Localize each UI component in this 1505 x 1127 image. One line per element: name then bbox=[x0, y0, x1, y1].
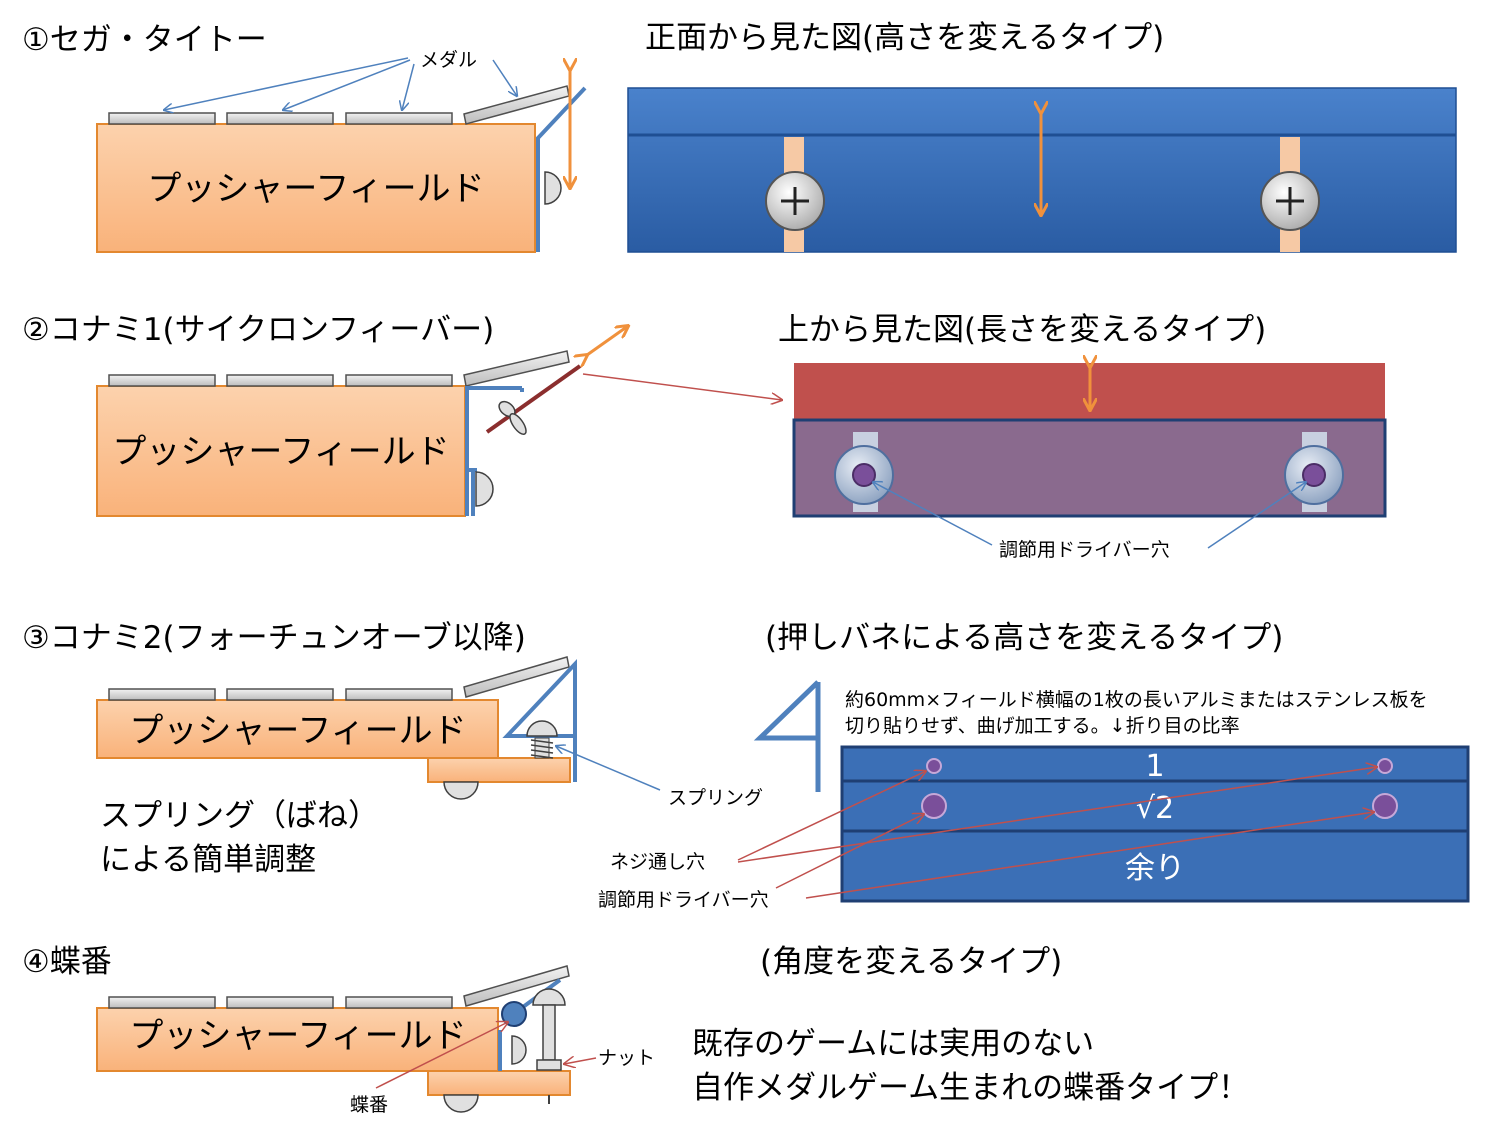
pusher-field-label-4: プッシャーフィールド bbox=[129, 1016, 466, 1056]
hinge-desc-line1: 既存のゲームには実用のない bbox=[692, 1026, 1094, 1062]
hinge-label: 蝶番 bbox=[350, 1094, 388, 1116]
medals-4 bbox=[108, 965, 570, 1009]
section-3-title: ③コナミ2(フォーチュンオーブ以降) bbox=[22, 620, 526, 656]
spring-type-title: (押しバネによる高さを変えるタイプ) bbox=[765, 620, 1283, 656]
plate-note-line2: 切り貼りせず、曲げ加工する。↓折り目の比率 bbox=[845, 715, 1240, 737]
spring-screw-3 bbox=[526, 720, 558, 759]
top-view-plate bbox=[792, 363, 1387, 518]
spring-label: スプリング bbox=[668, 787, 763, 809]
front-view-title: 正面から見た図(高さを変えるタイプ) bbox=[645, 20, 1164, 56]
screw-head-1 bbox=[544, 171, 562, 205]
medal-leaders bbox=[164, 57, 517, 110]
section-3: ③コナミ2(フォーチュンオーブ以降) プッシャーフィールド スプリング スプリン… bbox=[22, 620, 1470, 911]
view-pointer-2 bbox=[582, 373, 782, 400]
top-view-title: 上から見た図(長さを変えるタイプ) bbox=[778, 312, 1266, 348]
screw-2a bbox=[498, 400, 527, 435]
section-1-title: ①セガ・タイトー bbox=[22, 22, 267, 58]
band-2-label: √2 bbox=[1136, 791, 1174, 826]
screw-hole-left bbox=[926, 758, 942, 774]
blue-plate-ratio bbox=[840, 745, 1470, 903]
nut bbox=[536, 1059, 562, 1071]
pusher-field-3 bbox=[96, 699, 499, 759]
medal-1a bbox=[108, 112, 216, 125]
medals-3 bbox=[108, 656, 570, 701]
section-4-title: ④蝶番 bbox=[22, 944, 112, 980]
screw-hole-right bbox=[1377, 758, 1393, 774]
foot-3 bbox=[443, 781, 479, 800]
band-1-label: 1 bbox=[1145, 749, 1164, 784]
pusher-field-2 bbox=[96, 385, 466, 517]
screw-right bbox=[1260, 171, 1320, 231]
medals-1 bbox=[108, 85, 570, 125]
bolt-shaft bbox=[542, 1004, 556, 1061]
fold-ratio-plate: 1 √2 余り bbox=[840, 745, 1470, 903]
bracket-1 bbox=[536, 86, 587, 252]
section-4: ④蝶番 プッシャーフィールド ナット 蝶番 (角度を変えるタイプ) 既存のゲーム… bbox=[22, 944, 1249, 1116]
front-view-plate bbox=[627, 87, 1457, 253]
medals-2 bbox=[108, 350, 570, 387]
tilted-medal-plate-1 bbox=[463, 85, 570, 125]
tilted-medal-plate-2 bbox=[463, 350, 570, 387]
tilted-medal-plate-4 bbox=[463, 965, 570, 1007]
driver-hole-left bbox=[921, 793, 947, 819]
screw-head-2 bbox=[475, 471, 494, 507]
bolt-nut-4 bbox=[532, 988, 566, 1104]
angle-type-title: (角度を変えるタイプ) bbox=[760, 944, 1062, 980]
medal-1b bbox=[226, 112, 334, 125]
pusher-field-label-1: プッシャーフィールド bbox=[147, 169, 484, 209]
pusher-field-1 bbox=[96, 123, 536, 253]
hinge-pivot bbox=[501, 1001, 527, 1027]
adjust-arrow-2 bbox=[587, 326, 628, 355]
fold-profile-icon bbox=[753, 680, 821, 792]
medal-label: メダル bbox=[420, 49, 477, 71]
screw-hole-label: ネジ通し穴 bbox=[610, 851, 705, 873]
nut-label: ナット bbox=[598, 1047, 655, 1069]
bolt-head bbox=[532, 988, 566, 1006]
band-3-label: 余り bbox=[1125, 851, 1185, 886]
screw-left bbox=[765, 171, 825, 231]
tilted-medal-plate-3 bbox=[463, 656, 570, 698]
driver-hole-label-2: 調節用ドライバー穴 bbox=[999, 539, 1170, 561]
medal-1c bbox=[345, 112, 453, 125]
slide-plate-2 bbox=[485, 364, 582, 434]
plate-note-line1: 約60mm×フィールド横幅の1枚の長いアルミまたはステンレス板を bbox=[845, 689, 1428, 711]
hinge-desc-line2: 自作メダルゲーム生まれの蝶番タイプ！ bbox=[692, 1070, 1249, 1106]
driver-hole-label-3: 調節用ドライバー穴 bbox=[598, 889, 769, 911]
section-2: ②コナミ1(サイクロンフィーバー) プッシャーフィールド 上から見た図(長さを変… bbox=[22, 312, 1387, 561]
lower-base-3 bbox=[427, 757, 571, 783]
pusher-field-label-2: プッシャーフィールド bbox=[112, 432, 449, 472]
spring-desc-line1: スプリング（ばね） bbox=[100, 798, 379, 834]
hinge-screw-head bbox=[511, 1035, 527, 1065]
pusher-field-label-3: プッシャーフィールド bbox=[129, 711, 466, 751]
driver-hole-right bbox=[1372, 793, 1398, 819]
lower-base-4 bbox=[427, 1070, 571, 1096]
section-2-title: ②コナミ1(サイクロンフィーバー) bbox=[22, 312, 494, 348]
foot-4 bbox=[443, 1094, 479, 1113]
section-1: ①セガ・タイトー プッシャーフィールド メダル 正面から見た図(高さを変えるタイ… bbox=[22, 20, 1457, 253]
spring-desc-line2: による簡単調整 bbox=[100, 842, 316, 878]
